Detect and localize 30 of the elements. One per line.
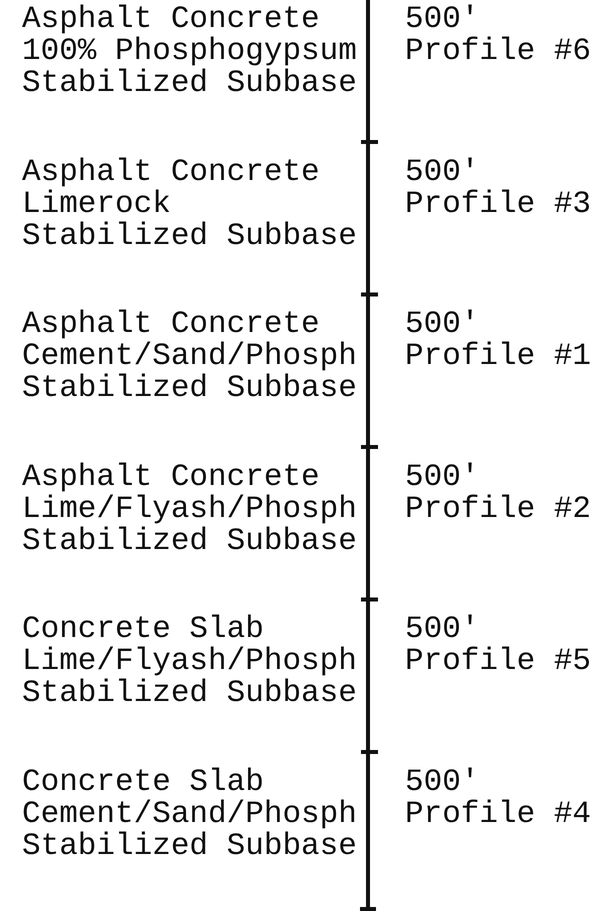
section-length-text: 500' [405,309,480,341]
section-length-text: 500' [405,614,480,646]
section-length-text: 500' [405,156,480,188]
layer-text: Concrete Slab [22,614,264,646]
layer-text: Lime/Flyash/Phosph [22,646,357,678]
layer-text: Limerock [22,188,171,220]
section-length-text: 500' [405,462,480,494]
profile-number-text: Profile #1 [405,341,592,373]
layer-text: Asphalt Concrete [22,4,320,36]
layer-text: Stabilized Subbase [22,68,357,100]
profile-number-text: Profile #3 [405,188,592,220]
layer-text: Cement/Sand/Phosph [22,341,357,373]
profile-number-text: Profile #2 [405,494,592,526]
section-length-text: 500' [405,766,480,798]
profile-number-text: Profile #5 [405,646,592,678]
profile-number-text: Profile #6 [405,36,592,68]
layer-text: 100% Phosphogypsum [22,36,357,68]
layer-text: Stabilized Subbase [22,373,357,405]
layer-text: Stabilized Subbase [22,830,357,862]
layer-text: Cement/Sand/Phosph [22,798,357,830]
profile-number-text: Profile #4 [405,798,592,830]
layer-text: Stabilized Subbase [22,526,357,558]
layer-text: Asphalt Concrete [22,156,320,188]
layer-text: Stabilized Subbase [22,220,357,252]
layer-text: Lime/Flyash/Phosph [22,494,357,526]
layer-text: Asphalt Concrete [22,309,320,341]
layer-text: Asphalt Concrete [22,462,320,494]
layer-text: Stabilized Subbase [22,678,357,710]
section-length-text: 500' [405,4,480,36]
layer-text: Concrete Slab [22,766,264,798]
